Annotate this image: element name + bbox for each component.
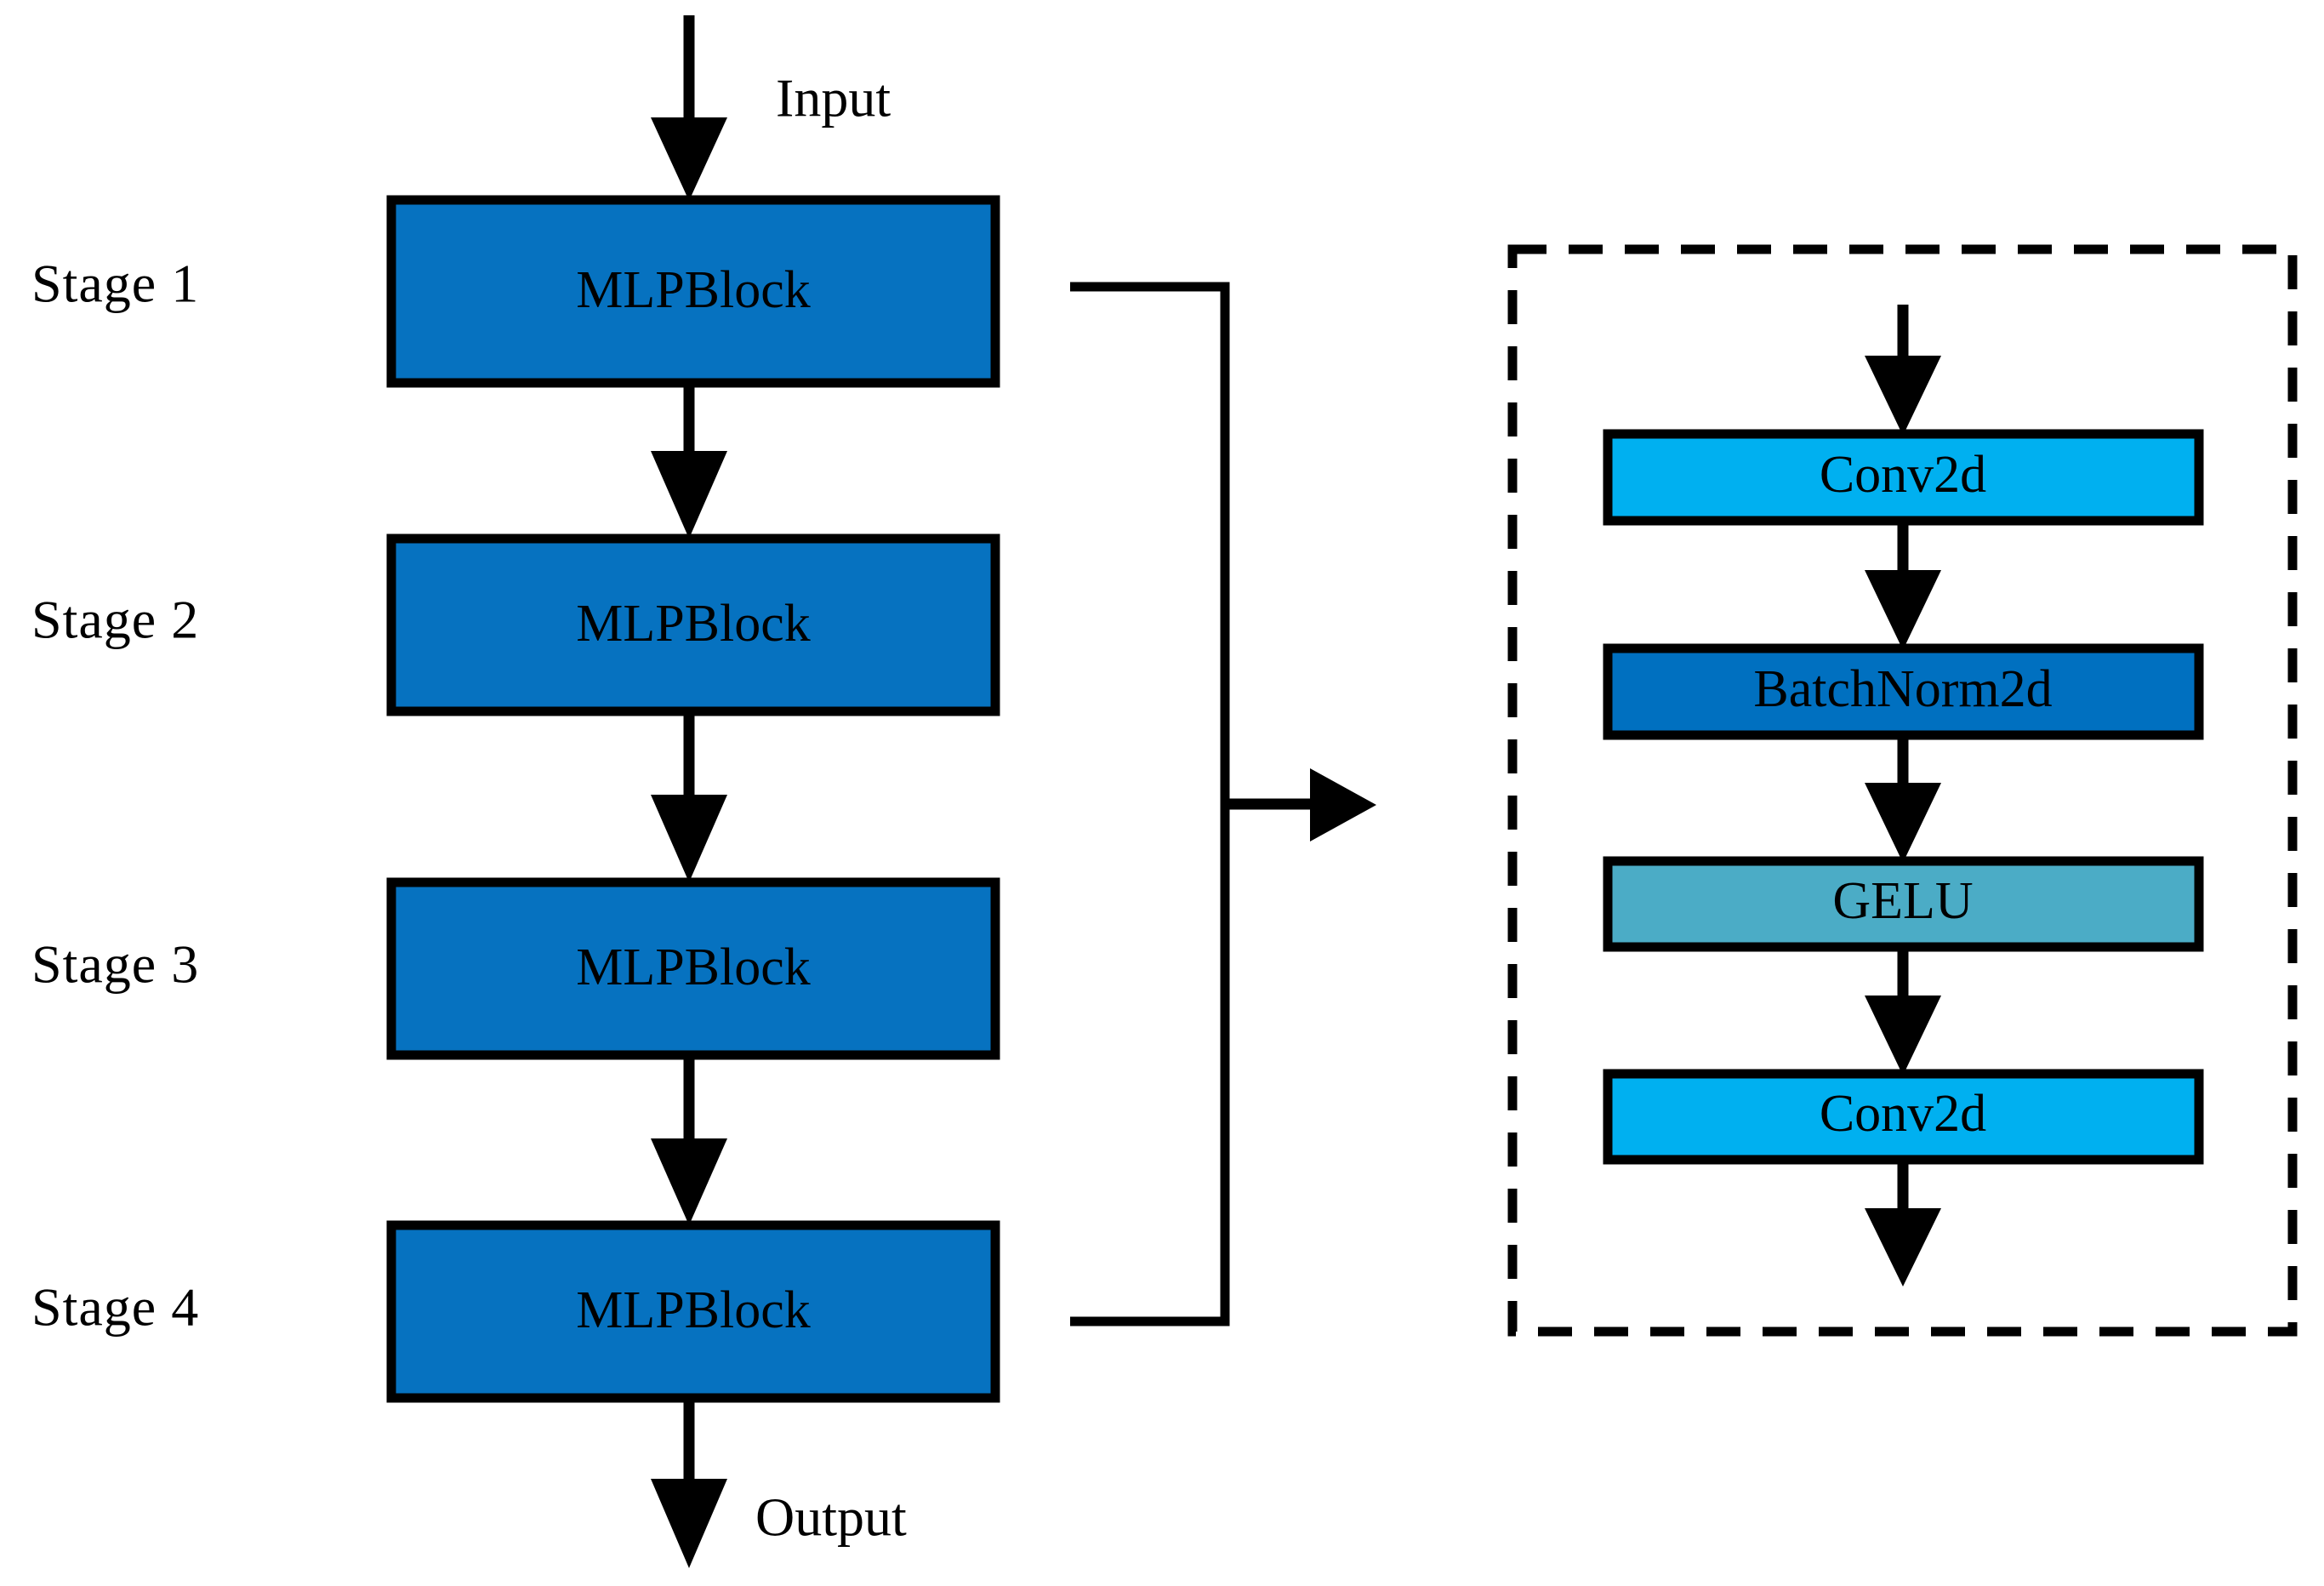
layer-conv2d-1-group: Conv2d [1603,429,2204,526]
mlpblock-stage-2-label: MLPBlock [576,595,811,653]
mlpblock-stage-1-label: MLPBlock [576,261,811,319]
layer-gelu-group: GELU [1603,856,2204,952]
expand-bracket-icon [1070,282,1376,1326]
layer-conv2d-1-label: Conv2d [1820,446,1986,504]
stage-label-2: Stage 2 [31,590,199,650]
stage-label-4: Stage 4 [31,1277,199,1338]
dashed-group-icon [1507,244,2298,1337]
stage-1-group: MLPBlock [386,195,1000,388]
layer-conv2d-2-group: Conv2d [1603,1069,2204,1165]
down-arrow-icon [651,1479,727,1568]
arrow-gelu-to-conv2 [1865,947,1941,1075]
down-arrow-icon [1865,356,1941,436]
stage-label-3: Stage 3 [31,934,199,995]
down-arrow-icon [651,117,727,201]
layer-batchnorm2d-label: BatchNorm2d [1753,660,2052,718]
layer-batchnorm2d[interactable] [1603,643,2204,740]
layer-batchnorm2d-group: BatchNorm2d [1603,643,2204,740]
arrow-batchnorm-to-gelu [1865,735,1941,863]
input-label: Input [776,68,891,128]
stage-2-group: MLPBlock [386,533,1000,716]
arrow-conv1-to-batchnorm [1865,521,1941,650]
mlpblock-stage-3[interactable] [386,877,1000,1060]
layer-gelu[interactable] [1603,856,2204,952]
mlpblock-stage-4-label: MLPBlock [576,1281,811,1339]
down-arrow-icon [651,795,727,882]
down-arrow-icon [651,1138,727,1225]
down-arrow-icon [651,451,727,539]
down-arrow-icon [1865,570,1941,650]
inner-output-arrow-group [1865,1160,1941,1286]
arrow-stage3-to-stage4 [651,1055,727,1225]
down-arrow-icon [1865,996,1941,1075]
layer-conv2d-1[interactable] [1603,429,2204,526]
output-arrow-group [651,1398,727,1568]
output-label: Output [755,1487,907,1548]
layer-conv2d-2-label: Conv2d [1820,1085,1986,1143]
arrow-stage1-to-stage2 [651,383,727,539]
mlpblock-stage-2[interactable] [386,533,1000,716]
stage-4-group: MLPBlock [386,1220,1000,1403]
inner-input-arrow-group [1865,305,1941,436]
stage-label-1: Stage 1 [31,254,199,314]
input-arrow-group [651,15,727,201]
layer-gelu-label: GELU [1832,872,1973,930]
down-arrow-icon [1865,1208,1941,1286]
bracket-path [1070,282,1230,1326]
right-arrow-icon [1310,768,1376,841]
arrow-stage2-to-stage3 [651,711,727,882]
down-arrow-icon [1865,783,1941,863]
mlpblock-stage-3-label: MLPBlock [576,938,811,996]
stage-3-group: MLPBlock [386,877,1000,1060]
